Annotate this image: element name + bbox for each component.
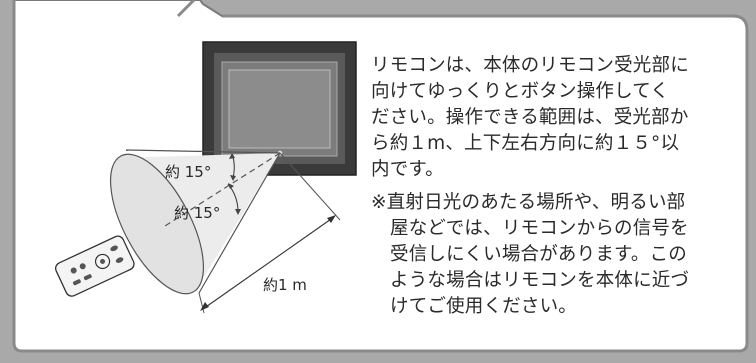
note-line: ※直射日光のあたる場所や、明るい部 xyxy=(371,192,686,213)
description-line: 内です。 xyxy=(371,159,444,180)
distance-label: 約1 m xyxy=(263,276,307,294)
photo-frame-device xyxy=(202,41,357,176)
remote-control-icon xyxy=(54,235,135,297)
description-line: 向けてゆっくりとボタン操作してく xyxy=(371,81,670,102)
upper-angle-label: 約 15° xyxy=(165,163,211,181)
note-line: 屋などでは、リモコンからの信号を xyxy=(390,218,689,239)
note-line: ような場合はリモコンを本体に近づ xyxy=(390,270,690,291)
caution-note: ※直射日光のあたる場所や、明るい部 屋などでは、リモコンからの信号を 受信しにく… xyxy=(371,190,721,320)
usage-description: リモコンは、本体のリモコン受光部に 向けてゆっくりとボタン操作してく ださい。操… xyxy=(371,53,721,183)
description-line: リモコンは、本体のリモコン受光部に xyxy=(371,55,689,76)
description-line: ださい。操作できる範囲は、受光部か xyxy=(371,107,689,128)
note-line: けてご使用ください。 xyxy=(390,296,578,317)
note-line: 受信しにくい場合があります。この xyxy=(390,244,687,265)
description-line: ら約１m、上下左右方向に約１５°以 xyxy=(371,133,680,154)
distance-measure xyxy=(198,152,341,314)
range-cone xyxy=(109,149,281,295)
lower-angle-label: 約 15° xyxy=(174,204,220,222)
